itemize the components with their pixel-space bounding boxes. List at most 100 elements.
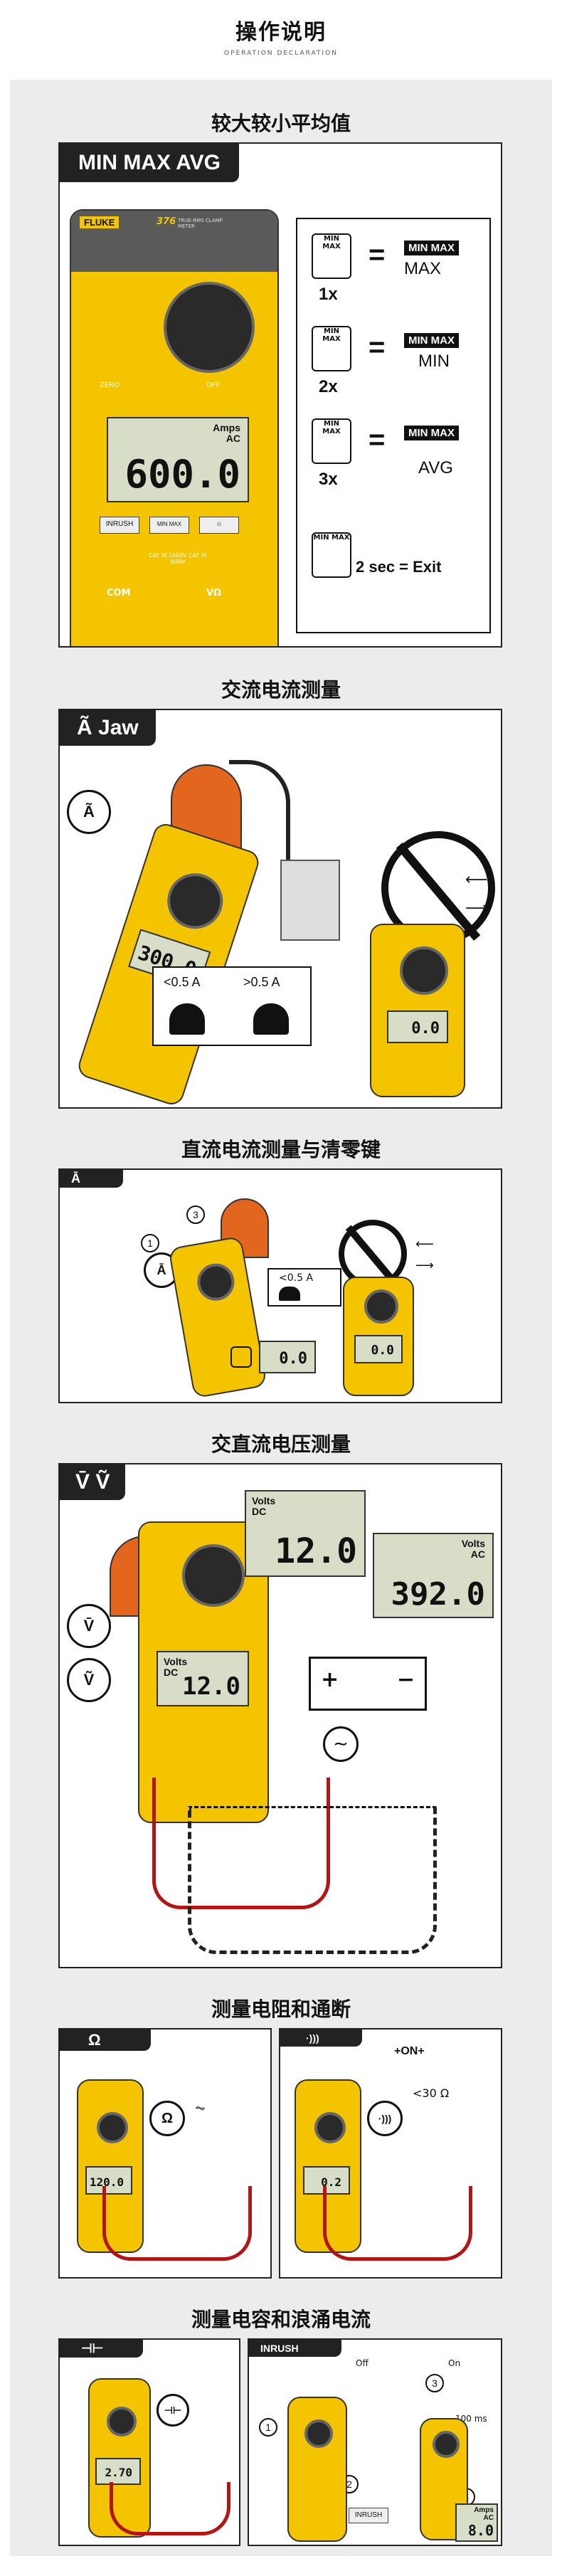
rotary-dial[interactable] xyxy=(194,1260,238,1304)
panel-continuity: ·))) +ON+ <30 Ω 0.2 ·))) xyxy=(279,2028,502,2279)
rotary-dial[interactable] xyxy=(164,282,255,373)
clamp-meter: 2.70 xyxy=(88,2378,151,2538)
zero-button-icon xyxy=(230,1346,252,1368)
ohm-icon: Ω xyxy=(149,2101,185,2136)
clamp-meter-right: 0.0 xyxy=(343,1277,414,1396)
rotary-dial[interactable] xyxy=(400,946,448,995)
step-result: MAX xyxy=(404,259,442,278)
minmax-key-icon: MIN MAX xyxy=(312,532,351,578)
step-press-count: 2x xyxy=(319,377,338,396)
lcd-reading: 2.70 xyxy=(105,2466,132,2479)
meter-lcd: 0.0 xyxy=(354,1335,403,1363)
section-title-ac-current: 交流电流测量 xyxy=(221,678,341,702)
step-result: AVG xyxy=(418,458,453,477)
arrow-icon: ⟵ xyxy=(465,871,488,889)
clamp-meter: 120.0 xyxy=(77,2079,144,2253)
lcd-unit-top: Volts xyxy=(164,1656,188,1667)
rotary-dial[interactable] xyxy=(160,866,230,936)
step-number: 3 xyxy=(425,2374,444,2392)
section-title-voltage: 交直流电压测量 xyxy=(211,1432,351,1456)
rotary-dial[interactable] xyxy=(304,2419,333,2448)
step-press-count: 1x xyxy=(319,285,338,304)
resistor-icon: ⏦ xyxy=(195,2101,206,2116)
page-title: 操作说明 xyxy=(235,20,327,45)
lcd-unit: Amps AC xyxy=(213,422,240,445)
jaw-label: Jaw xyxy=(98,716,139,739)
minmax-badge: MIN MAX xyxy=(404,333,459,348)
threshold-low: <0.5 A xyxy=(279,1272,314,1284)
rotary-dial[interactable] xyxy=(97,2112,128,2143)
minmax-badge: MIN MAX xyxy=(404,241,459,255)
jaw-center-icon xyxy=(279,1287,300,1301)
clamp-meter xyxy=(287,2397,347,2542)
lcd-unit-top: Volts xyxy=(252,1495,276,1506)
content-area: 较大较小平均值 MIN MAX AVG FLUKE 376 TRUE-RMS C… xyxy=(10,80,552,2556)
ac-volts-icon: Ṽ xyxy=(67,1658,111,1702)
meter-lcd: 0.0 xyxy=(387,1010,448,1043)
rotary-dial[interactable] xyxy=(433,2431,460,2458)
step-press-count: 3x xyxy=(319,470,338,489)
clamp-meter: FLUKE 376 TRUE-RMS CLAMP METER ZERO OFF … xyxy=(70,209,279,646)
clamp-meter: 0.2 xyxy=(295,2079,361,2253)
jaw-center-icon xyxy=(169,1003,205,1035)
cable-wire xyxy=(229,760,290,878)
rotary-dial[interactable] xyxy=(314,2112,346,2143)
backlight-button[interactable]: ☼ xyxy=(199,517,239,534)
capacitor-icon: ⊣⊢ xyxy=(157,2394,189,2427)
on-label: On xyxy=(448,2358,461,2368)
lcd-reading: 0.0 xyxy=(279,1350,307,1368)
inrush-button[interactable]: INRUSH xyxy=(349,2508,388,2523)
meter-lcd: Amps AC 600.0 xyxy=(107,417,249,502)
panel-inrush: INRUSH 1 2 3 4 Off On 100 ms INRUSH Amps… xyxy=(248,2338,502,2546)
ac-amps-symbol: Ã xyxy=(77,716,92,739)
rotary-dial[interactable] xyxy=(182,1544,245,1607)
arrow-icon: ⟵ xyxy=(415,1237,434,1252)
v-jack-label: VΩ xyxy=(206,588,222,598)
off-label: Off xyxy=(356,2358,369,2368)
zero-lcd: 0.0 xyxy=(259,1341,316,1373)
dc-volts-icon: V̄ xyxy=(67,1604,111,1648)
step-number: 1 xyxy=(259,2418,277,2437)
equals-sign: = xyxy=(369,239,386,270)
off-label: OFF xyxy=(206,381,221,389)
threshold-box: <0.5 A xyxy=(267,1268,341,1307)
step-number: 3 xyxy=(186,1205,205,1224)
panel-tab-jaw: Ã Jaw xyxy=(60,710,156,746)
lcd-reading: 12.0 xyxy=(275,1531,357,1571)
ac-amps-icon: Ã xyxy=(67,790,111,834)
red-test-lead xyxy=(323,2186,472,2261)
model-number: 376 xyxy=(157,216,176,227)
arrow-icon: ⟶ xyxy=(465,899,488,917)
minmax-button[interactable]: MIN MAX xyxy=(149,517,189,534)
panel-tab-minmax: MIN MAX AVG xyxy=(60,144,239,182)
section-title-dc-current: 直流电流测量与清零键 xyxy=(181,1138,381,1161)
hold-exit-text: 2 sec = Exit xyxy=(356,558,442,576)
rotary-dial[interactable] xyxy=(107,2407,137,2437)
lcd-reading: 0.2 xyxy=(321,2175,341,2189)
lcd-reading: 120.0 xyxy=(89,2175,124,2189)
equals-sign: = xyxy=(369,332,386,363)
red-test-lead xyxy=(152,1778,330,1909)
panel-capacitance: ⊣⊢ 2.70 ⊣⊢ xyxy=(58,2338,240,2546)
lcd-reading: 600.0 xyxy=(124,452,240,497)
minmax-badge: MIN MAX xyxy=(404,426,459,440)
section-title-resistance: 测量电阻和通断 xyxy=(211,1997,351,2021)
rotary-dial[interactable] xyxy=(364,1289,398,1324)
zero-label: ZERO xyxy=(100,381,120,389)
inrush-button[interactable]: INRUSH xyxy=(100,517,139,534)
model-desc: TRUE-RMS CLAMP METER xyxy=(178,218,223,229)
